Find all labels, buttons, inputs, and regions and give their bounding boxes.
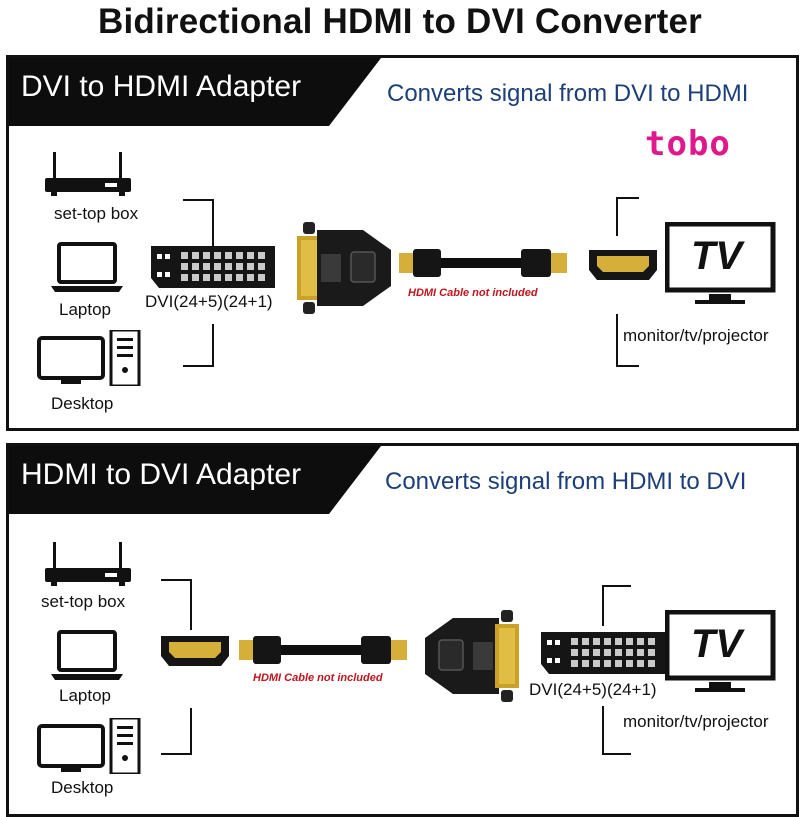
tv-icon — [665, 610, 776, 692]
source-bracket — [183, 199, 214, 367]
source-bracket — [161, 579, 192, 755]
tv-label: TV — [691, 234, 743, 278]
display-label: monitor/tv/projector — [623, 712, 769, 731]
dvi-port-icon — [541, 632, 665, 674]
tv-label: TV — [691, 622, 743, 666]
set-top-box-icon — [45, 542, 131, 586]
cable-note: HDMI Cable not included — [253, 672, 383, 684]
cable-note: HDMI Cable not included — [408, 287, 538, 299]
page-title: Bidirectional HDMI to DVI Converter — [97, 2, 703, 41]
panel-heading-banner: DVI to HDMI Adapter — [9, 58, 381, 126]
set-top-box-icon — [45, 152, 131, 196]
source-label-laptop: Laptop — [59, 686, 111, 705]
desktop-computer-icon — [37, 330, 141, 386]
panel-hdmi-to-dvi: HDMI to DVI Adapter Converts signal from… — [6, 443, 799, 817]
source-label-set-top-box: set-top box — [54, 204, 139, 223]
laptop-icon — [51, 242, 123, 292]
dvi-port-icon — [151, 246, 275, 288]
display-label: monitor/tv/projector — [623, 326, 769, 345]
laptop-icon — [51, 630, 123, 680]
hdmi-to-dvi-adapter-icon — [425, 610, 519, 702]
brand-logo: tobo — [645, 124, 731, 164]
conversion-description: Converts signal from HDMI to DVI — [385, 468, 747, 495]
panel-heading-banner: HDMI to DVI Adapter — [9, 446, 381, 514]
tv-icon — [665, 222, 776, 304]
source-label-desktop: Desktop — [51, 394, 114, 413]
hdmi-cable-icon — [239, 636, 407, 664]
panel-dvi-to-hdmi: DVI to HDMI Adapter Converts signal from… — [6, 55, 799, 431]
hdmi-cable-icon — [399, 249, 567, 277]
source-label-desktop: Desktop — [51, 778, 114, 797]
hdmi-port-icon — [161, 636, 229, 666]
source-label-set-top-box: set-top box — [41, 592, 126, 611]
display-bracket — [602, 585, 631, 755]
dvi-to-hdmi-adapter-icon — [297, 222, 391, 314]
hdmi-port-icon — [589, 250, 657, 280]
panel-heading: HDMI to DVI Adapter — [21, 458, 302, 491]
dvi-port-label: DVI(24+5)(24+1) — [529, 680, 657, 699]
display-bracket — [616, 197, 639, 367]
source-label-laptop: Laptop — [59, 300, 111, 319]
desktop-computer-icon — [37, 718, 141, 774]
conversion-description: Converts signal from DVI to HDMI — [387, 80, 749, 107]
panel-heading: DVI to HDMI Adapter — [21, 70, 302, 103]
dvi-port-label: DVI(24+5)(24+1) — [145, 292, 273, 311]
